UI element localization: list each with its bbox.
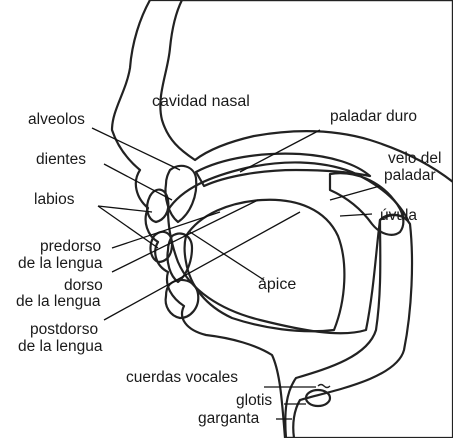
- label-uvula: úvula: [380, 207, 417, 224]
- label-postdorsum-2: de la lengua: [18, 338, 103, 355]
- label-dorsum-2: de la lengua: [16, 293, 101, 310]
- label-postdorsum-1: postdorso: [30, 321, 98, 338]
- tongue: [185, 200, 345, 331]
- vocal-cords-mark: [318, 385, 330, 388]
- pointer-predorso: [112, 212, 220, 248]
- label-velum-2: paladar: [384, 167, 436, 184]
- upper-tooth: [166, 166, 197, 222]
- label-predorsum-1: predorso: [40, 238, 101, 255]
- label-apex: ápice: [258, 276, 296, 293]
- label-predorsum-2: de la lengua: [18, 255, 103, 272]
- label-nasal-cavity: cavidad nasal: [152, 93, 250, 110]
- label-glottis: glotis: [236, 392, 272, 409]
- pointer-alveolos: [92, 128, 180, 170]
- label-teeth: dientes: [36, 151, 86, 168]
- label-velum-1: velo del: [388, 150, 441, 167]
- label-lips: labios: [34, 191, 75, 208]
- pointer-apice: [190, 232, 264, 280]
- upper-lip: [147, 190, 168, 222]
- label-throat: garganta: [198, 410, 260, 427]
- label-alveoli: alveolos: [28, 111, 85, 128]
- label-hard-palate: paladar duro: [330, 108, 417, 125]
- label-vocal-cords: cuerdas vocales: [126, 369, 238, 386]
- pointer-uvula: [340, 214, 372, 216]
- label-dorsum-1: dorso: [64, 277, 103, 294]
